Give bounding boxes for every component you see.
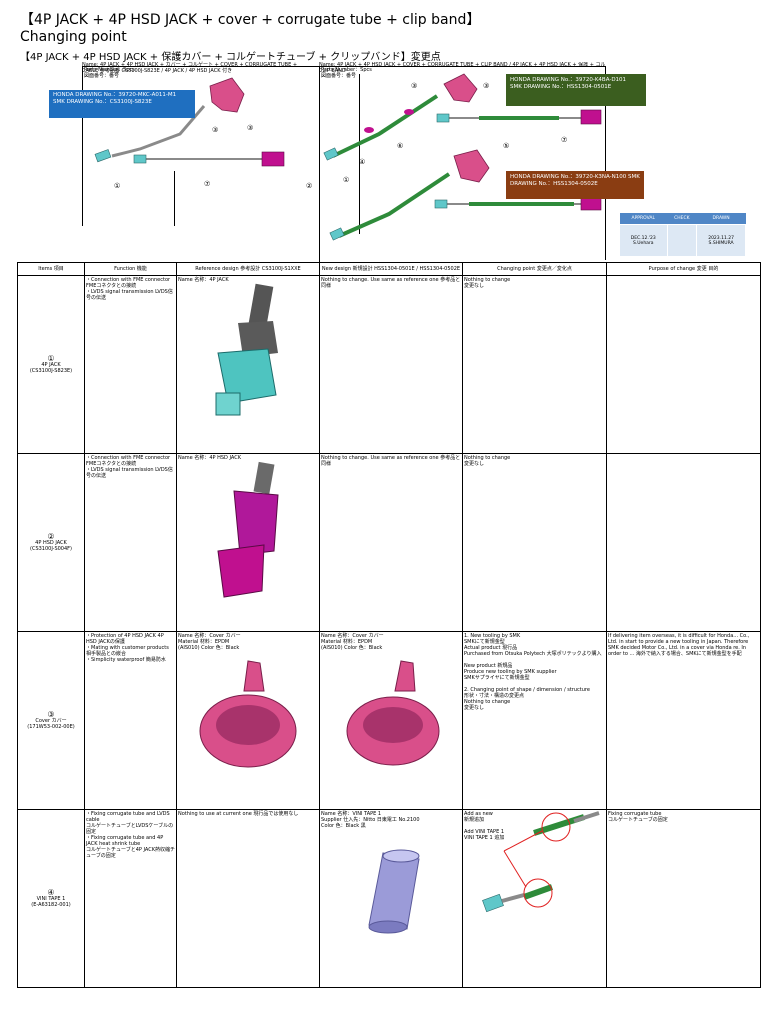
changing-point-cell: 1. New tooling by SMK SMKにて新規金型 Actual p… xyxy=(462,631,607,810)
changing-point-cell: Nothing to change 変更なし xyxy=(462,275,607,454)
function-cell: ・Protection of 4P HSD JACK 4P HSD JACKの保… xyxy=(84,631,177,810)
purpose-cell: If delivering item overseas, it is diffi… xyxy=(606,631,761,810)
title-line2: Changing point xyxy=(20,29,127,45)
function-cell: ・Connection with FME connector FMEコネクタとの… xyxy=(84,275,177,454)
assembly-drawing-left: ③ ③ ① ⑦ ② xyxy=(94,77,312,190)
vini-tape-image xyxy=(368,849,420,934)
cover-new-image xyxy=(346,660,440,766)
callout-1-right: ① xyxy=(343,176,349,184)
assembly-drawing-right: ③ ③ ④ ⑥ ⑤ ⑦ ② ① xyxy=(323,73,602,241)
check-header: CHECK xyxy=(667,213,697,225)
table-header-row: Items 項目 Function 機能 Reference design 参考… xyxy=(17,262,761,276)
new-design-cell: Name 名称：Cover カバー Material 材料：EPDM (AIS0… xyxy=(319,631,463,810)
approval-header: APPROVAL xyxy=(619,213,668,225)
item-cell: ② 4P HSD JACK (CS3100J-S004F) xyxy=(17,453,85,632)
callout-3b: ③ xyxy=(247,124,253,132)
new-design-cell: Nothing to change. Use same as reference… xyxy=(319,275,463,454)
title-line1: 【4P JACK + 4P HSD JACK + cover + corruga… xyxy=(20,12,481,28)
new-design-cell: Nothing to change. Use same as reference… xyxy=(319,453,463,632)
purpose-cell xyxy=(606,275,761,454)
reference-cell: Name 名称：4P HSD JACK xyxy=(176,453,320,632)
changing-point-cell: Nothing to change 変更なし xyxy=(462,453,607,632)
page-title: 【4P JACK + 4P HSD JACK + cover + corruga… xyxy=(20,12,480,46)
drawn-value: 2023.11.27 S.SHIMURA xyxy=(696,224,746,257)
4p-jack-image xyxy=(215,283,278,416)
header-new-design: New design 新規設計 HSS1304-0501E / HSS1304-… xyxy=(319,262,463,276)
honda-drawing-badge-brown: HONDA DRAWING No.：39720-K3NA-N100 SMK DR… xyxy=(506,171,644,199)
header-changing-point: Changing point 変更点／変化点 xyxy=(462,262,607,276)
reference-cell: Name 名称：4P JACK xyxy=(176,275,320,454)
callout-7-right: ⑦ xyxy=(561,136,567,144)
header-purpose: Purpose of change 変更 目的 xyxy=(606,262,761,276)
purpose-cell xyxy=(606,453,761,632)
callout-6: ⑥ xyxy=(397,142,403,150)
reference-cell: Name 名称：Cover カバー Material 材料：EPDM (AIS0… xyxy=(176,631,320,810)
header-reference: Reference design 参考設計 CS3100J-S1XXE xyxy=(176,262,320,276)
item-cell: ④ VINI TAPE 1 (E-A63182-001) xyxy=(17,809,85,988)
4p-hsd-jack-image xyxy=(217,461,279,598)
check-value xyxy=(666,224,698,257)
purpose-cell: Fixing corrugate tube コルゲートチューブの固定 xyxy=(606,809,761,988)
callout-4: ④ xyxy=(359,158,365,166)
approval-value: DEC.12.'23 S.Uehara xyxy=(619,224,668,257)
callout-5: ⑤ xyxy=(503,142,509,150)
table-row: ③ Cover カバー (171W53-002-00E) ・Protection… xyxy=(17,631,761,810)
cover-reference-image xyxy=(199,660,297,768)
approval-stamp-block: APPROVAL CHECK DRAWN DEC.12.'23 S.Uehara… xyxy=(619,213,746,257)
function-cell: ・Connection with FME connector FMEコネクタとの… xyxy=(84,453,177,632)
drawn-header: DRAWN xyxy=(696,213,746,225)
table-row: ① 4P JACK (CS3100J-S823E) ・Connection wi… xyxy=(17,275,761,454)
callout-3a: ③ xyxy=(212,126,218,134)
callout-3-right: ③ xyxy=(411,82,417,90)
header-function: Function 機能 xyxy=(84,262,177,276)
header-items: Items 項目 xyxy=(17,262,85,276)
parts-number-right: Parts Number：Spcs 図面番号：番号 xyxy=(321,67,372,79)
changing-point-table: Items 項目 Function 機能 Reference design 参考… xyxy=(17,262,761,988)
drawing-right: Name: 4P JACK + 4P HSD JACK + COVER + CO… xyxy=(319,62,606,262)
callout-2-left: ② xyxy=(306,182,312,190)
callout-7-left: ⑦ xyxy=(204,180,210,188)
drawing-left-header: Name: 4P JACK + 4P HSD JACK + カバー + コルゲー… xyxy=(82,62,298,74)
table-row: ④ VINI TAPE 1 (E-A63182-001) ・Fixing cor… xyxy=(17,809,761,988)
callout-1-left: ① xyxy=(114,182,120,190)
honda-drawing-badge-left: HONDA DRAWING No.：39720-MKC-A011-M1 SMK … xyxy=(49,90,195,118)
item-cell: ③ Cover カバー (171W53-002-00E) xyxy=(17,631,85,810)
reference-cell: Nothing to use at current one 現行品では使用なし xyxy=(176,809,320,988)
new-design-cell: Name 名称：VINI TAPE 1 Supplier 仕入先：Nitto 日… xyxy=(319,809,463,988)
page-subtitle: 【4P JACK + 4P HSD JACK + 保護カバー + コルゲートチュ… xyxy=(20,52,441,63)
vini-tape-location-image xyxy=(482,811,600,913)
parts-number-left: Parts Number：Spcs 図面番号：番号 xyxy=(84,67,135,79)
drawing-right-header: Name: 4P JACK + 4P HSD JACK + COVER + CO… xyxy=(319,62,605,74)
changing-point-cell: Add as new 新規追加 Add VINI TAPE 1 VINI TAP… xyxy=(462,809,607,988)
callout-3-right-b: ③ xyxy=(483,82,489,90)
item-cell: ① 4P JACK (CS3100J-S823E) xyxy=(17,275,85,454)
honda-drawing-badge-green: HONDA DRAWING No.：39720-K4BA-D101 SMK DR… xyxy=(506,74,646,106)
function-cell: ・Fixing corrugate tube and LVDS cable コル… xyxy=(84,809,177,988)
table-row: ② 4P HSD JACK (CS3100J-S004F) ・Connectio… xyxy=(17,453,761,632)
